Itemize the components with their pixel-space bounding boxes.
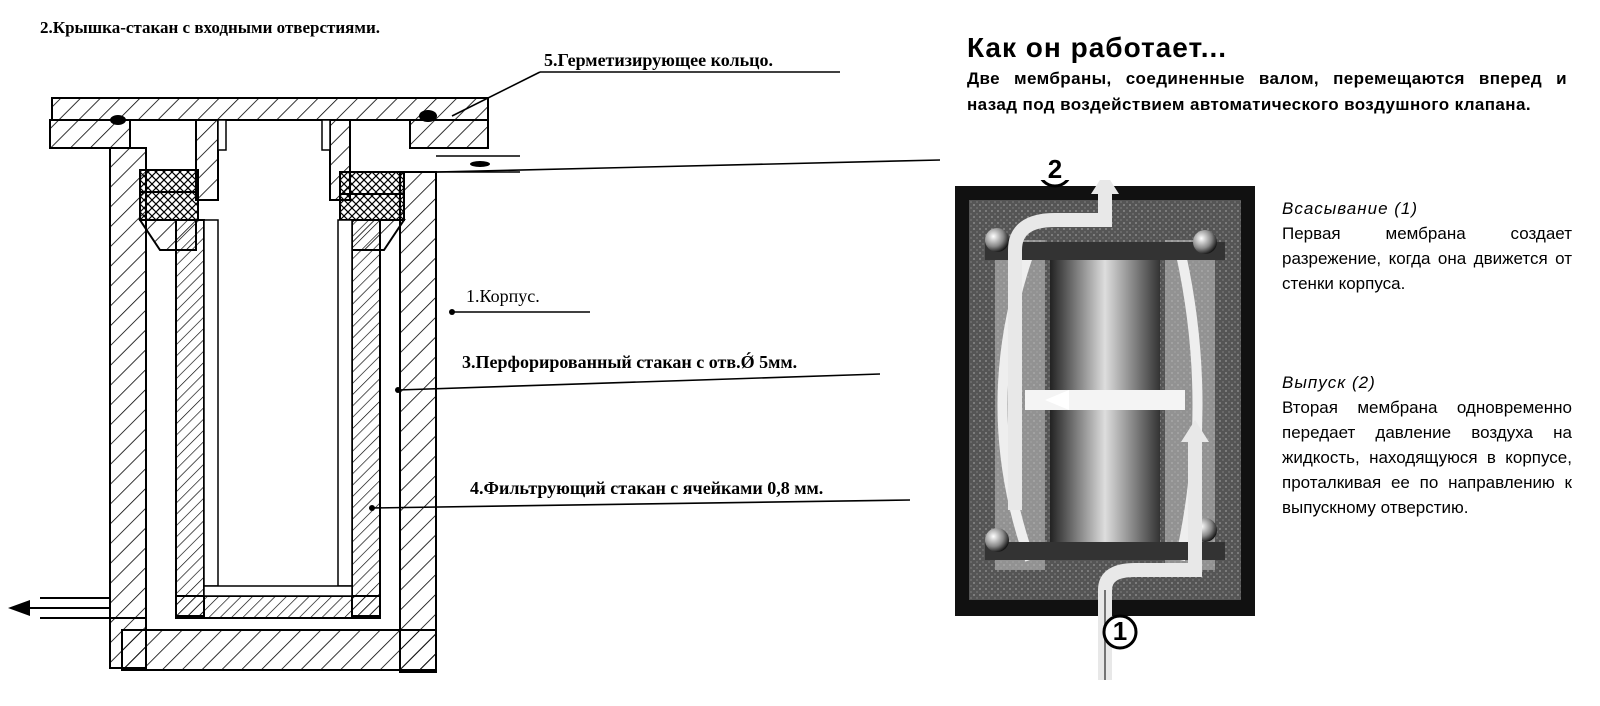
suction-block: Всасывание (1) Первая мембрана создает р… <box>1282 196 1572 296</box>
label-lid: 2.Крышка-стакан с входными отверстиями. <box>40 18 380 37</box>
check-ball <box>985 528 1009 552</box>
suction-title: Всасывание (1) <box>1282 199 1419 218</box>
discharge-block: Выпуск (2) Вторая мембрана одновременно … <box>1282 370 1572 520</box>
flow-arrow-outlet <box>1008 186 1112 510</box>
shaft-arrow <box>1045 390 1069 410</box>
seal-gaskets <box>110 110 437 251</box>
discharge-text: Вторая мембрана одновременно передает да… <box>1282 398 1572 517</box>
label-perforated-cup: 3.Перфорированный стакан с отв.Ǿ 5мм. <box>462 352 798 372</box>
check-ball <box>985 228 1009 252</box>
label-seal-ring: 5.Герметизирующее кольцо. <box>544 50 773 70</box>
discharge-title: Выпуск (2) <box>1282 373 1376 392</box>
check-ball <box>1193 230 1217 254</box>
pump-diagram <box>955 180 1255 680</box>
body-walls <box>40 147 437 673</box>
diaphragm-right <box>1175 248 1203 562</box>
marker-two-label: 2 <box>1047 154 1063 184</box>
label-filter-cup: 4.Фильтрующий стакан с ячейками 0,8 мм. <box>470 478 824 498</box>
leader-lines <box>371 71 941 509</box>
how-it-works-title: Как он работает... <box>967 32 1228 63</box>
pump-manifold-top <box>985 242 1225 260</box>
filter-section-drawing <box>8 71 941 673</box>
lid-cup <box>195 119 351 201</box>
label-body: 1.Корпус. <box>466 286 540 306</box>
pump-manifold-bottom <box>985 542 1225 560</box>
leader-dots <box>369 309 455 511</box>
filter-cups <box>175 219 381 619</box>
outlet-arrow <box>8 600 110 616</box>
marker-two <box>1040 180 1070 188</box>
suction-text: Первая мембрана создает разрежение, когд… <box>1282 224 1572 293</box>
marker-one <box>1102 614 1138 650</box>
flow-arrow-intake <box>1098 440 1202 680</box>
how-it-works-text: Две мембраны, соединенные валом, перемещ… <box>967 69 1567 114</box>
marker-one-label: 1 <box>1112 616 1128 646</box>
